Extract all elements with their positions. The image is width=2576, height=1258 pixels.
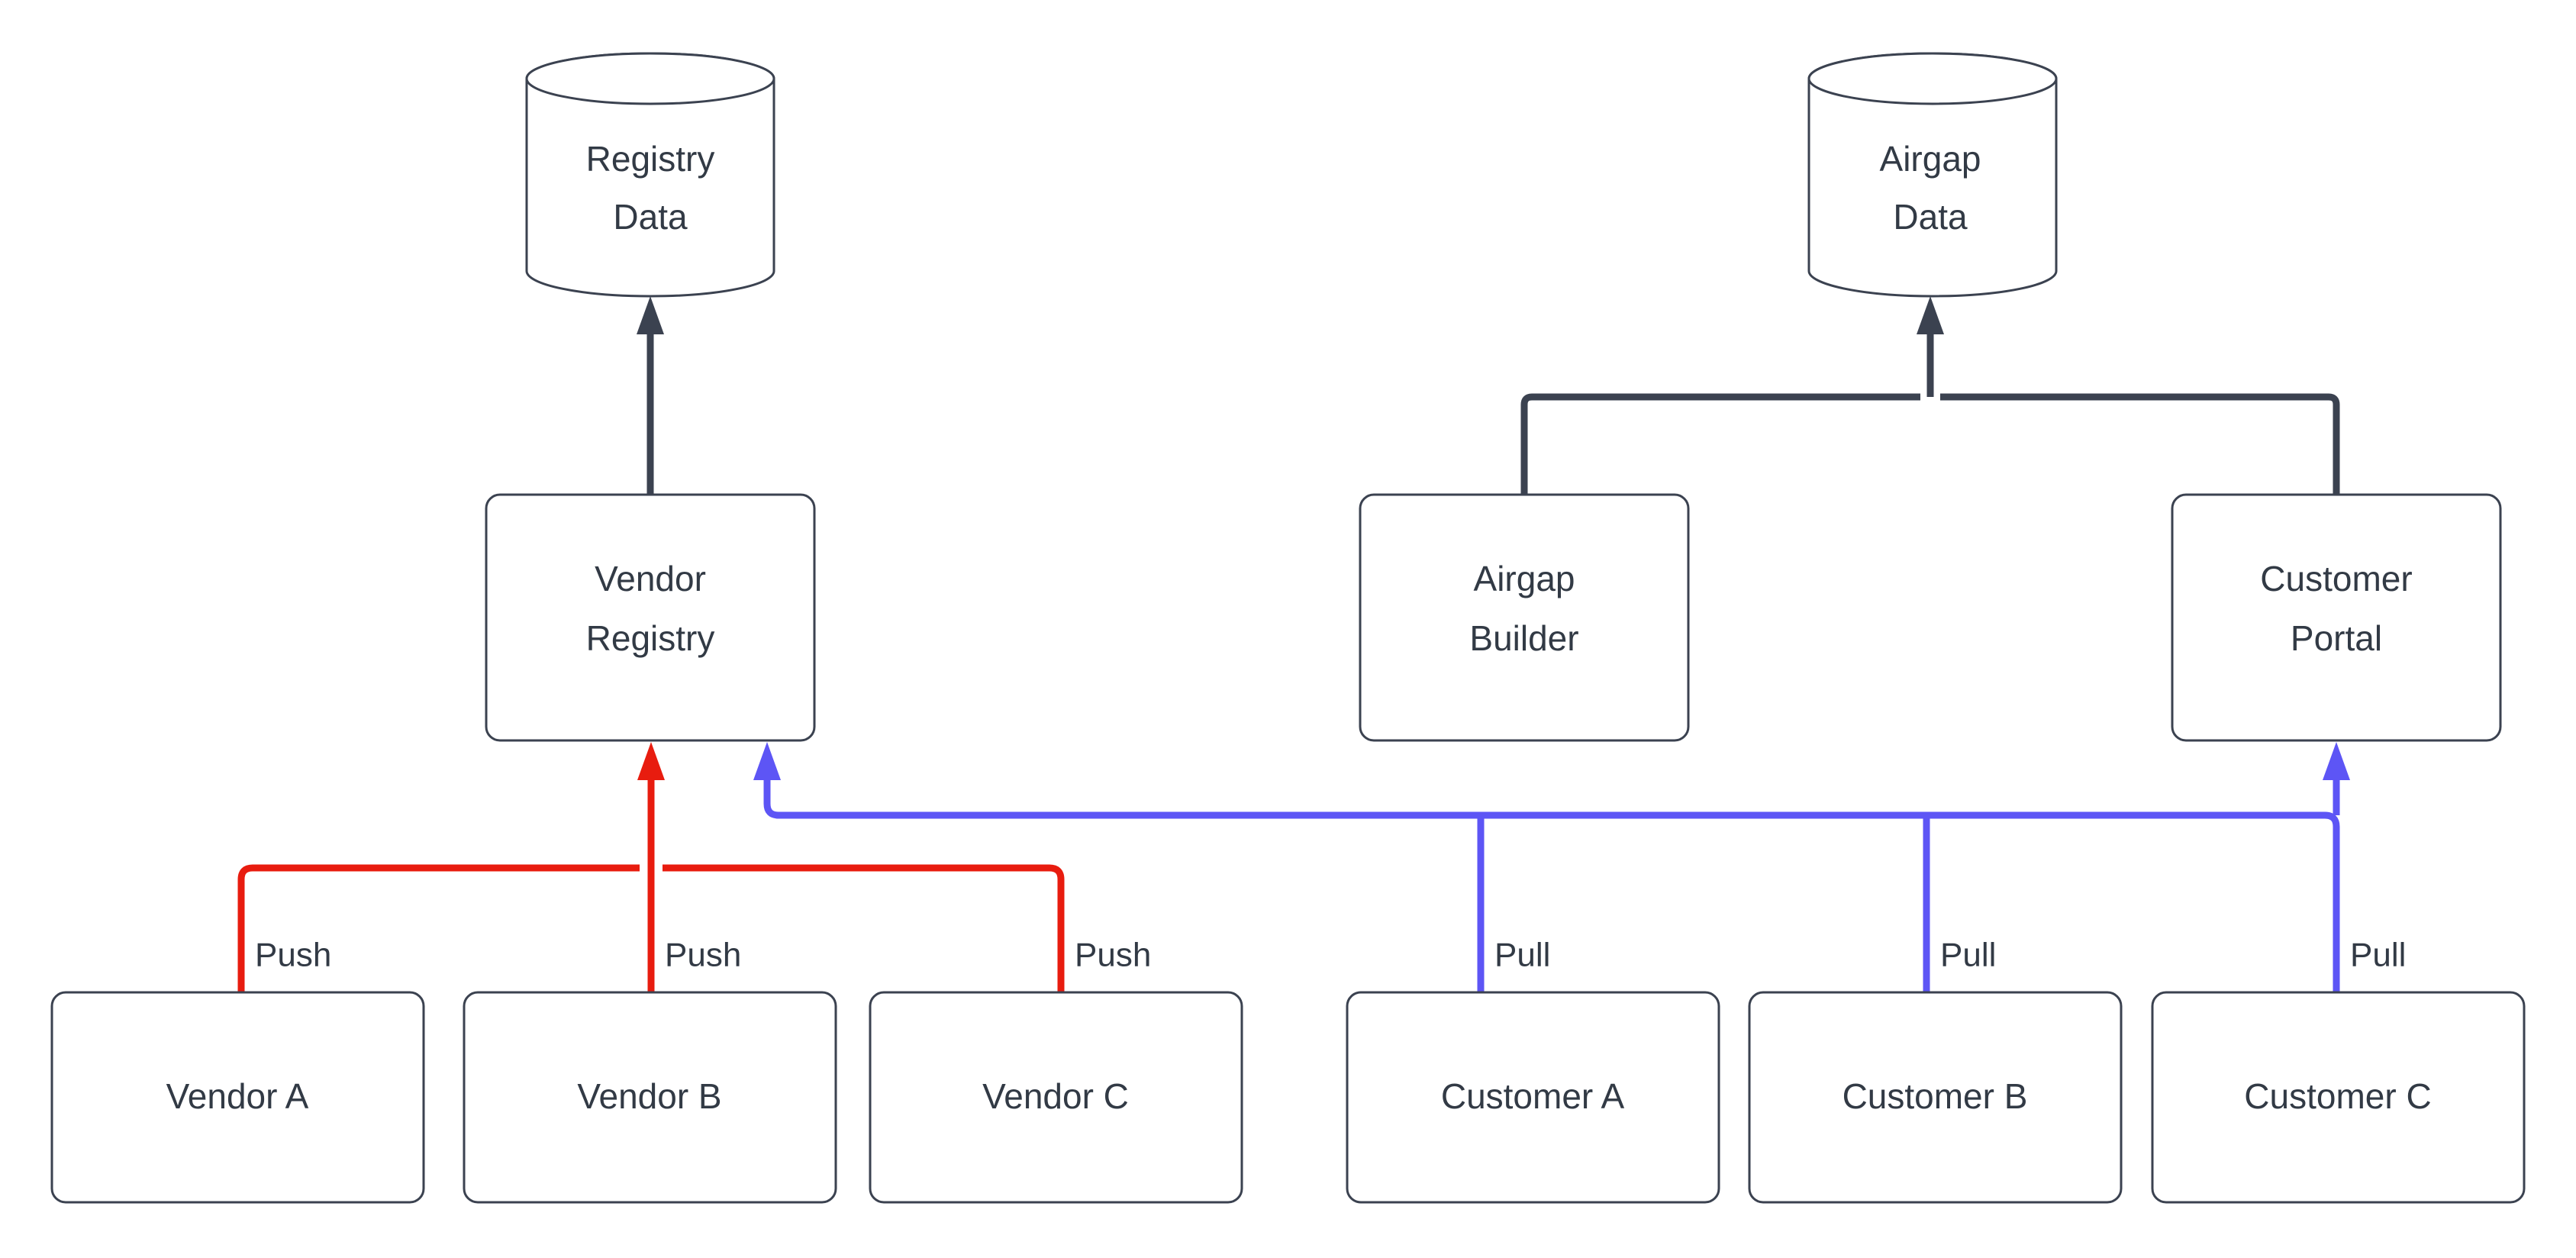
- box-outline: [463, 991, 837, 1204]
- box-outline: [1359, 493, 1690, 742]
- edge-label-pull-c: Pull: [2350, 937, 2406, 974]
- edge-line-airgap-builder: [1520, 393, 1920, 495]
- box-outline: [1346, 991, 1720, 1204]
- box-outline: [2171, 493, 2502, 742]
- arrowhead-up-icon: [2323, 742, 2350, 780]
- node-label-line2: Builder: [1469, 618, 1578, 658]
- edge-line-vendor-c-push: [663, 864, 1065, 992]
- node-label: Vendor B: [577, 1076, 721, 1116]
- edge-customers-pull: [753, 742, 2350, 992]
- edge-label-push-c: Push: [1075, 937, 1151, 974]
- edge-line-pull-trunk: [763, 763, 2325, 819]
- node-label: Vendor A: [166, 1076, 309, 1116]
- node-label: Customer C: [2244, 1076, 2431, 1116]
- node-label: Customer B: [1843, 1076, 2028, 1116]
- node-airgap-builder[interactable]: Airgap Builder: [1359, 493, 1690, 742]
- arrowhead-up-icon: [637, 742, 665, 780]
- datastore-label-line1: Airgap: [1880, 139, 1981, 179]
- node-vendor-c[interactable]: Vendor C: [869, 991, 1243, 1204]
- node-label-line1: Vendor: [595, 559, 706, 598]
- box-outline: [2151, 991, 2526, 1204]
- edge-label-pull-a: Pull: [1494, 937, 1550, 974]
- edge-line-vendor-a-push: [237, 864, 640, 992]
- node-customer-c[interactable]: Customer C: [2151, 991, 2526, 1204]
- node-vendor-a[interactable]: Vendor A: [50, 991, 425, 1204]
- box-outline: [50, 991, 425, 1204]
- node-customer-b[interactable]: Customer B: [1748, 991, 2123, 1204]
- node-label-line2: Registry: [586, 618, 715, 658]
- edge-label-push-a: Push: [255, 937, 331, 974]
- edge-services-to-airgap-data: [1520, 296, 2340, 495]
- box-outline: [869, 991, 1243, 1204]
- node-customer-portal[interactable]: Customer Portal: [2171, 493, 2502, 742]
- datastore-label-line2: Data: [613, 197, 688, 237]
- box-outline: [1748, 991, 2123, 1204]
- edge-label-pull-b: Pull: [1940, 937, 1996, 974]
- node-label-line2: Portal: [2291, 618, 2382, 658]
- node-label-line1: Airgap: [1474, 559, 1575, 598]
- node-label: Customer A: [1441, 1076, 1625, 1116]
- datastore-label-line1: Registry: [586, 139, 715, 179]
- cylinder-top-ellipse: [525, 52, 775, 105]
- arrowhead-up-icon: [753, 742, 781, 780]
- node-label-line1: Customer: [2260, 559, 2412, 598]
- edge-vendors-push-to-vendor-registry: [237, 742, 1065, 992]
- node-vendor-b[interactable]: Vendor B: [463, 991, 837, 1204]
- cylinder-top-ellipse: [1807, 52, 2058, 105]
- edge-line-customer-portal: [1940, 393, 2340, 495]
- edge-label-push-b: Push: [665, 937, 741, 974]
- datastore-airgap-data[interactable]: Airgap Data: [1807, 52, 2058, 298]
- node-label: Vendor C: [982, 1076, 1129, 1116]
- box-outline: [485, 493, 816, 742]
- arrowhead-up-icon: [1917, 296, 1944, 334]
- edge-vendor-registry-to-registry-data: [637, 296, 664, 495]
- datastore-registry-data[interactable]: Registry Data: [525, 52, 775, 298]
- edge-line-customer-c-pull: [2324, 811, 2340, 992]
- arrowhead-up-icon: [637, 296, 664, 334]
- node-customer-a[interactable]: Customer A: [1346, 991, 1720, 1204]
- node-vendor-registry[interactable]: Vendor Registry: [485, 493, 816, 742]
- datastore-label-line2: Data: [1893, 197, 1968, 237]
